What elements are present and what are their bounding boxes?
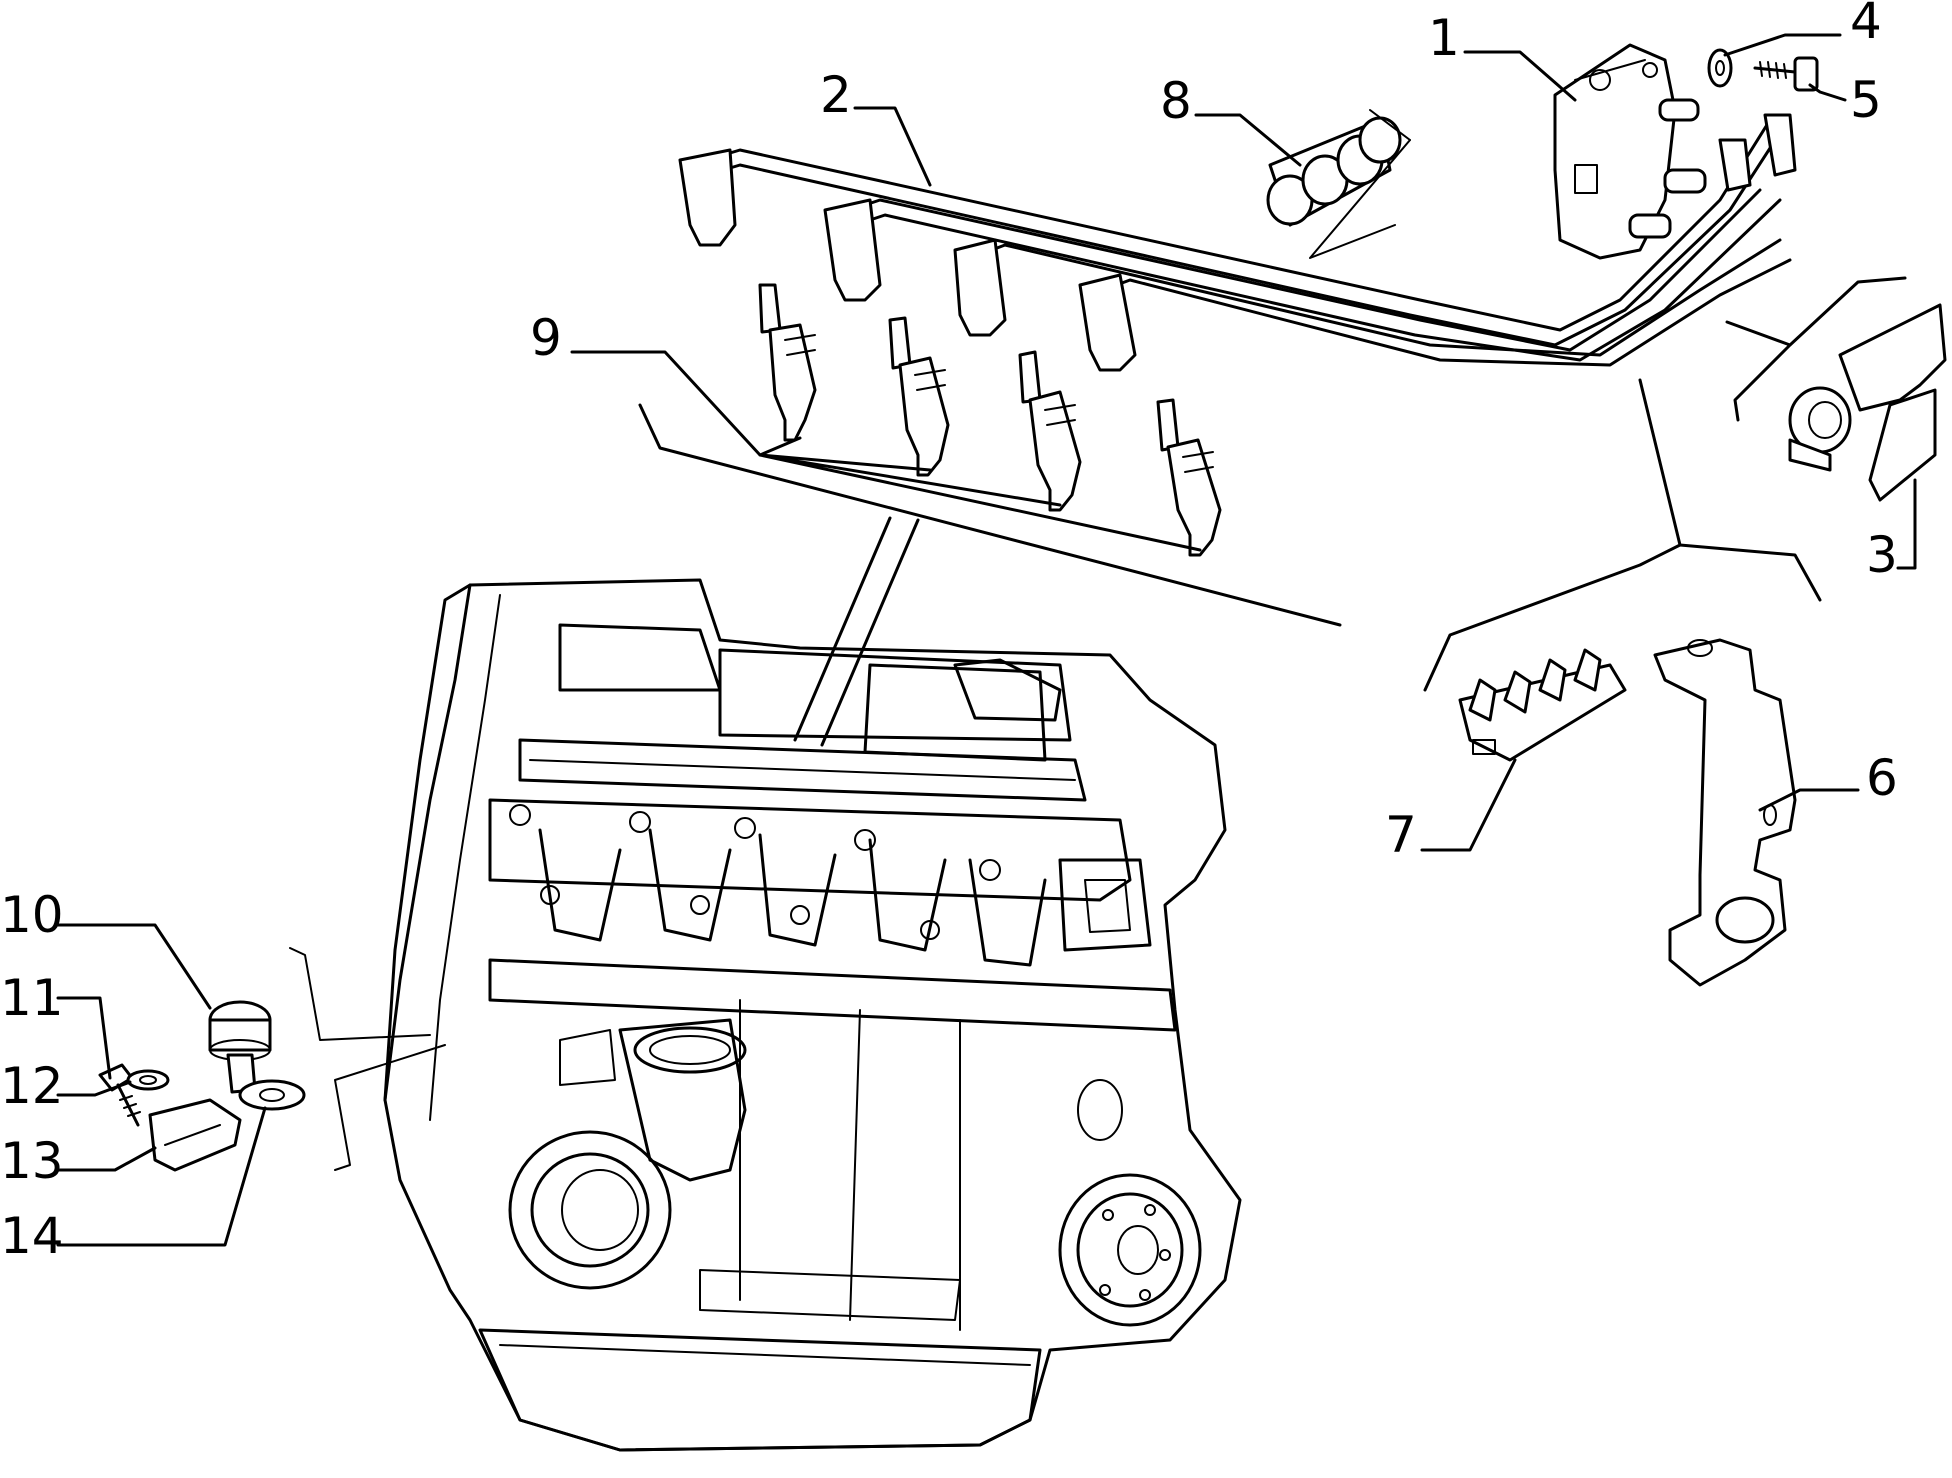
bracket-part-6 [1653, 638, 1797, 987]
callout-8: 8 [1160, 72, 1192, 130]
spark-plugs [758, 283, 1222, 557]
leader-11 [56, 996, 112, 1080]
leader-3-clip [1725, 276, 1907, 422]
ignition-coil [1553, 43, 1707, 260]
leader-12 [56, 1080, 132, 1097]
callout-12: 12 [0, 1057, 64, 1115]
callout-1: 1 [1428, 9, 1460, 67]
leader-5 [1808, 83, 1847, 102]
leader-8 [1194, 113, 1302, 167]
callout-9: 9 [530, 309, 562, 367]
washer-part-12 [126, 1069, 170, 1091]
clip-part-13 [148, 1098, 242, 1172]
group-bracket-10-14 [289, 947, 446, 1171]
leader-10 [56, 923, 212, 1010]
callouts: 1 2 3 4 5 6 7 8 9 10 11 12 13 14 [0, 0, 1898, 1265]
bracket-part-8 [1309, 139, 1411, 259]
spark-plug-3 [1018, 350, 1082, 512]
leader-14 [56, 1106, 267, 1247]
lead-holder-part-8 [1266, 116, 1402, 227]
leader-13 [56, 1146, 157, 1172]
callout-11: 11 [0, 969, 64, 1027]
leader-7 [1420, 758, 1517, 852]
leader-2 [853, 106, 932, 187]
engine-block [383, 578, 1242, 1452]
washer-part-4 [1707, 48, 1733, 88]
spark-plug-4 [1156, 398, 1222, 557]
leader-9 [570, 350, 1202, 552]
leader-4 [1723, 33, 1842, 57]
callout-6: 6 [1866, 749, 1898, 807]
callout-13: 13 [0, 1132, 64, 1190]
leader-3 [1896, 478, 1917, 570]
spark-plug-2 [888, 316, 950, 477]
callout-2: 2 [820, 66, 852, 124]
callout-7: 7 [1385, 806, 1417, 864]
callout-10: 10 [0, 886, 64, 944]
lead-clip-part-3 [1788, 303, 1947, 502]
lead-holder-part-7 [1458, 648, 1627, 762]
ignition-lead-set [678, 113, 1797, 372]
leader-1 [1463, 50, 1577, 102]
leader-9-engine [638, 403, 1342, 747]
leader-6 [1758, 788, 1860, 812]
washer-part-14 [238, 1079, 306, 1111]
leader-3-7-6 [1423, 378, 1822, 692]
callout-14: 14 [0, 1207, 64, 1265]
spark-plug-1 [758, 283, 817, 442]
callout-3: 3 [1866, 526, 1898, 584]
bracket-part-8-b [1369, 109, 1411, 141]
leader-lines [56, 33, 1917, 1247]
callout-5: 5 [1850, 71, 1882, 129]
sensor-part-10 [208, 1000, 272, 1094]
callout-4: 4 [1850, 0, 1882, 50]
screw-part-5 [1753, 56, 1819, 92]
